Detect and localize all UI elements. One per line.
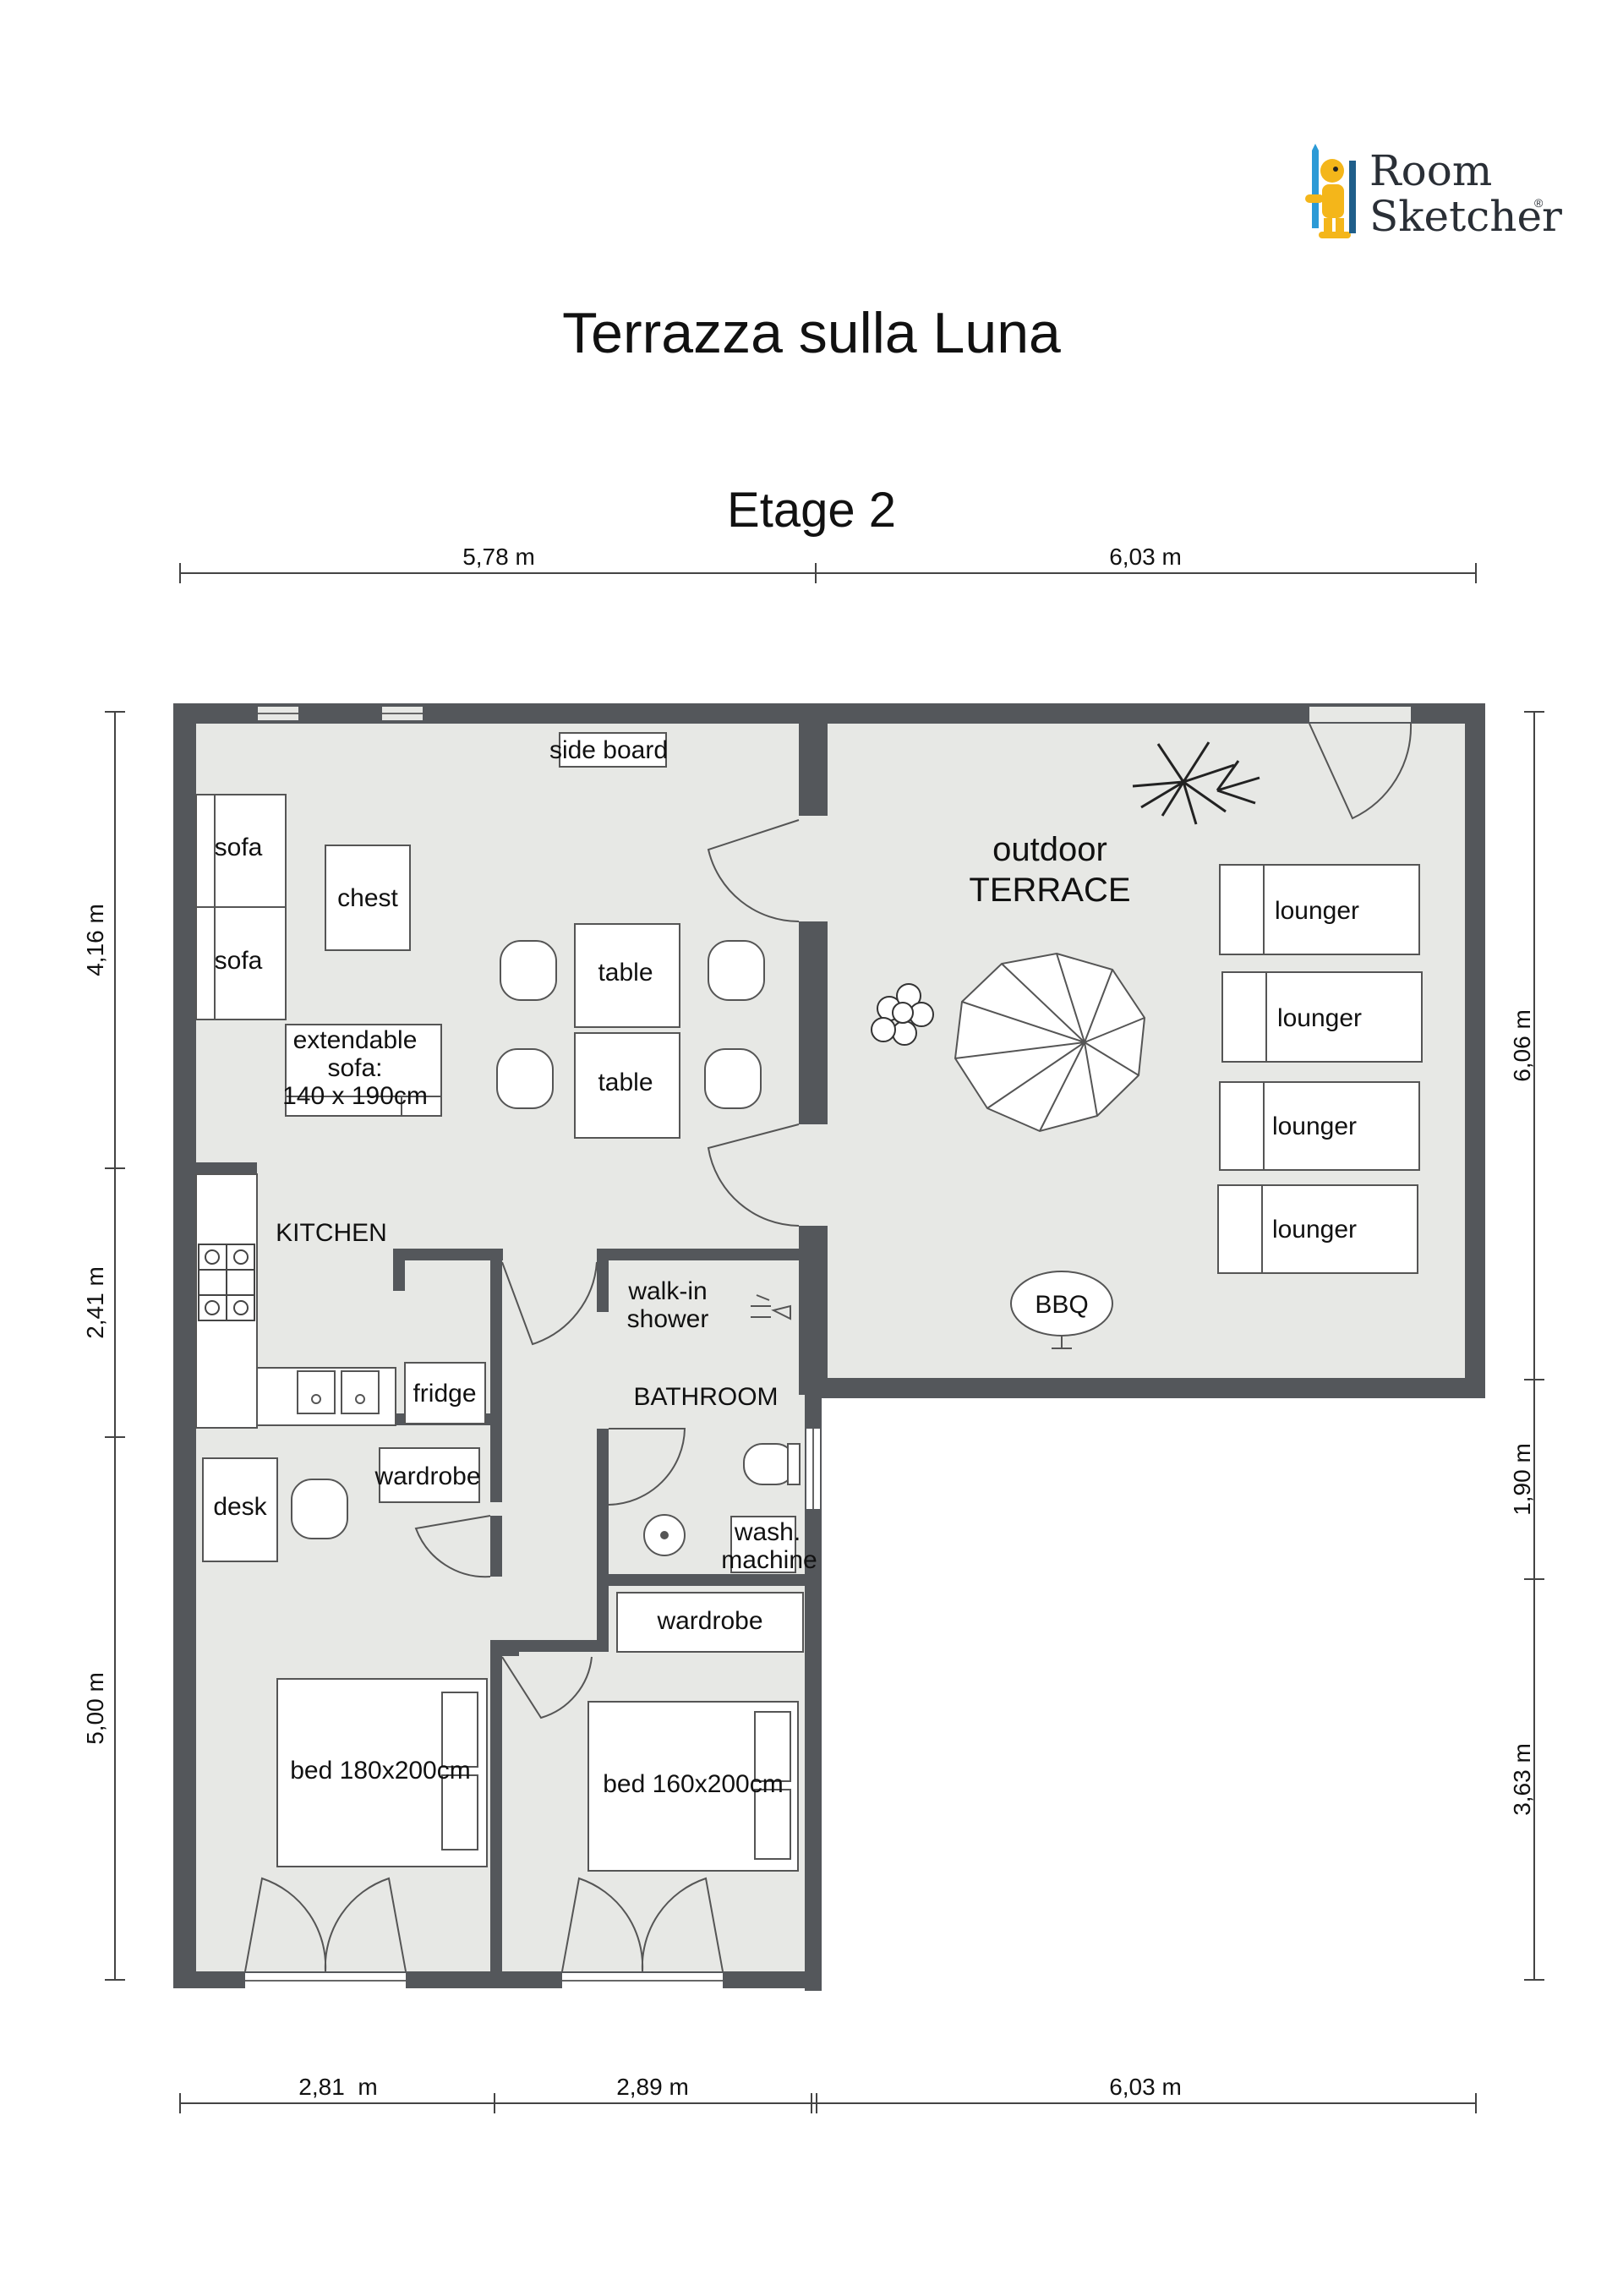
- chair-3: [496, 1048, 554, 1109]
- dim-top-1: 5,78 m: [462, 544, 535, 570]
- dim-left-1: 4,16 m: [82, 904, 108, 976]
- fridge: [404, 1362, 486, 1424]
- dim-bottom-3: 6,03 m: [1109, 2074, 1182, 2100]
- lounger-4: [1217, 1184, 1418, 1274]
- sofa-2-label: sofa: [215, 947, 263, 975]
- sofa-2: [195, 906, 287, 1020]
- desk-chair: [291, 1479, 348, 1539]
- dim-right-1: 6,06 m: [1509, 1009, 1535, 1082]
- roomsketcher-logo-icon: [1305, 144, 1356, 238]
- kitchen-label: KITCHEN: [276, 1219, 387, 1247]
- sofa-1-label: sofa: [215, 834, 263, 861]
- bbq-label: BBQ: [1035, 1291, 1088, 1319]
- plant-icon-2: [1132, 741, 1260, 825]
- shower-icon: [751, 1294, 791, 1320]
- extendable-sofa: [285, 1024, 442, 1117]
- bed-1-label: bed 180x200cm: [290, 1757, 471, 1785]
- floor-label: Etage 2: [727, 483, 896, 538]
- terrace-label-2: TERRACE: [969, 872, 1130, 909]
- table-1: [574, 923, 680, 1028]
- shower-label-2: shower: [627, 1305, 709, 1333]
- side-board-label: side board: [549, 736, 668, 764]
- furniture: [195, 732, 1423, 1872]
- dim-left-2: 2,41 m: [82, 1266, 108, 1339]
- lounger-4-label: lounger: [1272, 1216, 1357, 1244]
- wardrobe-1: [379, 1447, 480, 1503]
- door-swings: [244, 723, 1413, 1972]
- chair-2: [708, 940, 765, 1001]
- shower-label-1: walk-in: [627, 1277, 707, 1305]
- lounger-1: [1219, 864, 1420, 955]
- bathroom-label: BATHROOM: [633, 1383, 778, 1411]
- chest-label: chest: [337, 884, 398, 912]
- chair-1: [500, 940, 557, 1001]
- kitchen-sink-icon: [297, 1370, 380, 1414]
- dimension-lines: [105, 563, 1544, 2113]
- lounger-1-label: lounger: [1275, 897, 1359, 925]
- logo-line1: Room: [1369, 146, 1493, 195]
- chair-4: [704, 1048, 762, 1109]
- ext-sofa-label-1: extendable: [293, 1026, 418, 1054]
- sofa-1: [195, 794, 287, 908]
- parasol-icon: [954, 952, 1146, 1133]
- wash-machine: [730, 1516, 796, 1573]
- wardrobe-1-label: wardrobe: [374, 1462, 480, 1490]
- wardrobe-2-label: wardrobe: [656, 1607, 762, 1635]
- dim-bottom-1: 2,81 m: [298, 2074, 377, 2100]
- table-2: [574, 1032, 680, 1139]
- logo-line2: Sketcher: [1369, 192, 1562, 241]
- plan-title: Terrazza sulla Luna: [562, 301, 1061, 365]
- ext-sofa-label-3: 140 x 190cm: [282, 1082, 428, 1110]
- chest: [325, 845, 411, 951]
- wash-label-1: wash.: [734, 1518, 801, 1546]
- dim-right-2: 1,90 m: [1509, 1443, 1535, 1516]
- plant-icon-1: [871, 983, 934, 1046]
- ext-sofa-label-2: sofa:: [327, 1054, 382, 1082]
- bed-2-label: bed 160x200cm: [603, 1770, 784, 1798]
- dim-bottom-2: 2,89 m: [616, 2074, 689, 2100]
- lounger-3: [1219, 1081, 1420, 1171]
- terrace-label-1: outdoor: [992, 831, 1107, 868]
- table-2-label: table: [598, 1069, 653, 1096]
- desk-label: desk: [213, 1493, 267, 1521]
- logo-registered: ®: [1534, 196, 1544, 210]
- lounger-2: [1221, 971, 1423, 1063]
- side-board: [559, 732, 667, 768]
- logo-text: Room Sketcher: [1369, 148, 1562, 239]
- fridge-label: fridge: [413, 1380, 476, 1408]
- dim-right-3: 3,63 m: [1509, 1743, 1535, 1816]
- lounger-3-label: lounger: [1272, 1112, 1357, 1140]
- labels: side board sofa sofa chest table table e…: [213, 736, 1362, 1798]
- dimension-labels: 5,78 m 6,03 m 2,81 m 2,89 m 6,03 m 4,16 …: [82, 544, 1535, 2100]
- wash-label-2: machine: [721, 1546, 817, 1574]
- window-lines: [245, 713, 814, 1982]
- lounger-2-label: lounger: [1277, 1004, 1362, 1032]
- stove-icon: [198, 1244, 255, 1321]
- table-1-label: table: [598, 959, 653, 987]
- wardrobe-2: [616, 1592, 804, 1653]
- dim-top-2: 6,03 m: [1109, 544, 1182, 570]
- dim-left-3: 5,00 m: [82, 1672, 108, 1745]
- desk: [202, 1457, 278, 1562]
